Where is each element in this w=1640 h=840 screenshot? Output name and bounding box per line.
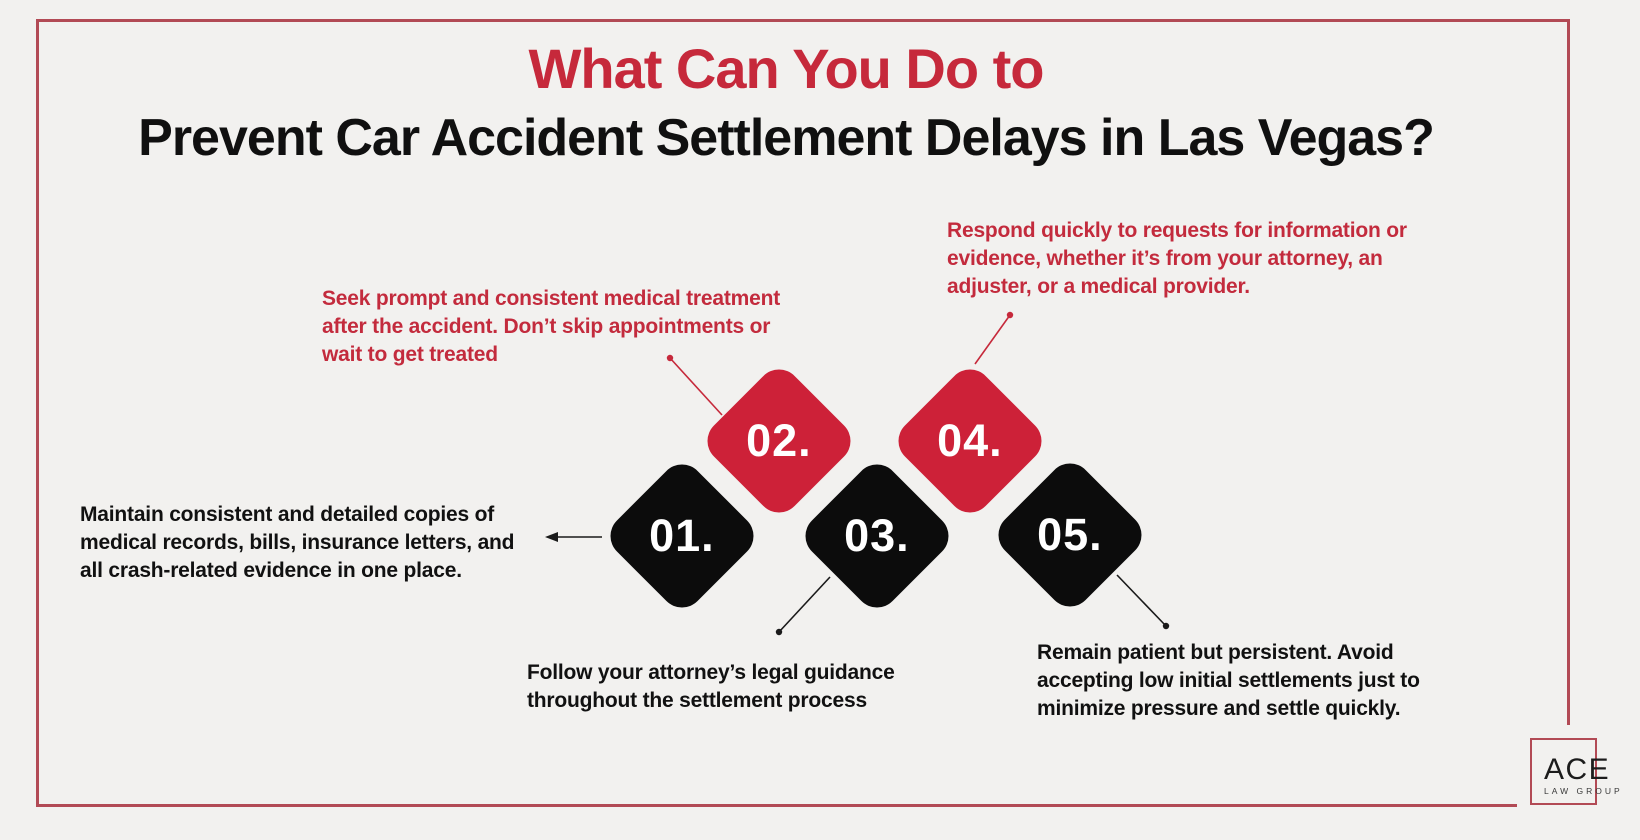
step-1-description: Maintain consistent and detailed copies …: [80, 503, 515, 582]
step-2-description: Seek prompt and consistent medical treat…: [322, 287, 780, 366]
ace-law-group-logo: ACE LAW GROUP: [1530, 738, 1620, 805]
border-frame: [36, 19, 1570, 807]
step-3-description: Follow your attorney’s legal guidance th…: [527, 661, 895, 712]
title-line-2: Prevent Car Accident Settlement Delays i…: [138, 109, 1435, 167]
step-2-number: 02.: [746, 415, 812, 466]
step-5-description: Remain patient but persistent. Avoid acc…: [1037, 641, 1420, 720]
title-line-1: What Can You Do to: [528, 37, 1045, 100]
step-4-description: Respond quickly to requests for informat…: [947, 219, 1407, 298]
step-1-number: 01.: [649, 510, 715, 561]
step-4-number: 04.: [937, 415, 1003, 466]
logo-law-group-text: LAW GROUP: [1544, 786, 1623, 796]
step-3-number: 03.: [844, 510, 910, 561]
logo-ace-text: ACE: [1544, 753, 1611, 786]
step-5-number: 05.: [1037, 509, 1103, 560]
